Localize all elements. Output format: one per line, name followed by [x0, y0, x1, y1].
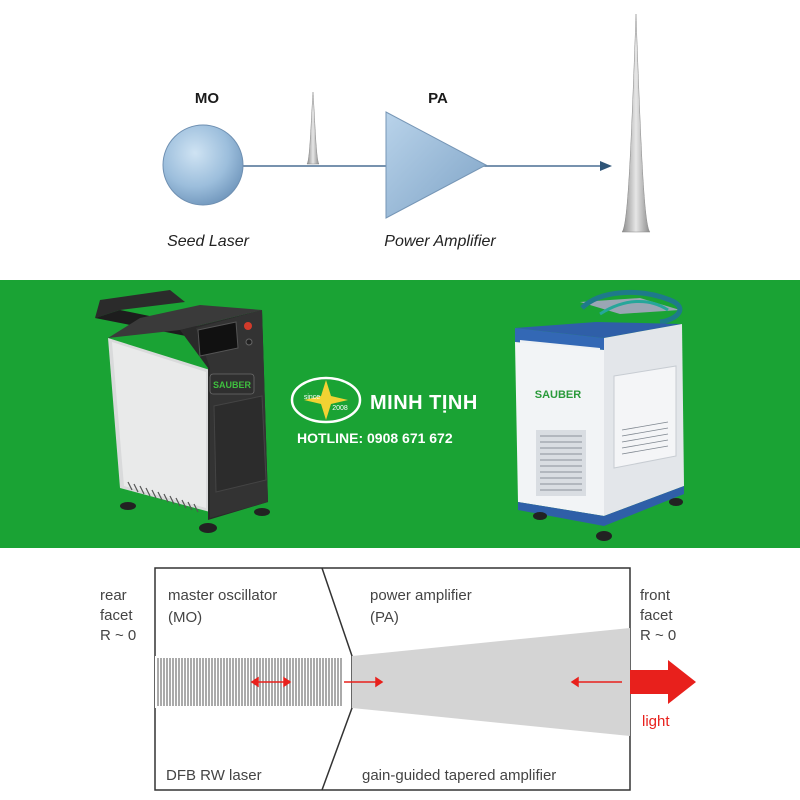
seed-laser-caption: Seed Laser: [167, 233, 250, 250]
product-banner: SAUBER SAUBER: [0, 280, 800, 548]
tapered-amplifier-region: [352, 628, 630, 736]
output-light-arrow: [630, 660, 696, 704]
hotline-text: HOTLINE: 0908 671 672: [297, 430, 453, 446]
beam-arrowhead: [600, 161, 612, 171]
seed-pulse-icon: [306, 91, 320, 165]
mopa-schematic-svg: MO PA Seed Laser Power Amplifier: [162, 13, 651, 250]
pa-title-line1: power amplifier: [370, 587, 472, 604]
dfb-grating: [155, 656, 342, 708]
power-amplifier-caption: Power Amplifier: [384, 233, 496, 250]
front-facet-line1: front: [640, 587, 671, 604]
mopa-schematic: MO PA Seed Laser Power Amplifier: [0, 0, 800, 280]
front-facet-line2: facet: [640, 607, 673, 624]
brand-name: MINH TỊNH: [370, 392, 478, 414]
front-facet-line3: R ~ 0: [640, 627, 676, 644]
seed-laser-sphere: [162, 124, 244, 206]
right-machine-brand: SAUBER: [535, 389, 582, 401]
mo-label: MO: [195, 90, 219, 107]
pa-label: PA: [428, 90, 448, 107]
minh-tinh-logo: since 2008: [290, 376, 362, 424]
left-laser-machine: SAUBER: [95, 290, 270, 533]
pa-title-line2: (PA): [370, 609, 399, 626]
logo-year: 2008: [332, 405, 348, 412]
light-label: light: [642, 713, 670, 730]
left-machine-brand: SAUBER: [213, 380, 252, 390]
rear-facet-line3: R ~ 0: [100, 627, 136, 644]
mopa-chip-diagram: rear facet R ~ 0 master oscillator (MO) …: [0, 548, 800, 800]
dfb-label: DFB RW laser: [166, 767, 262, 784]
logo-since: since: [304, 394, 320, 401]
mopa-chip-svg: rear facet R ~ 0 master oscillator (MO) …: [100, 567, 696, 791]
amplifier-triangle: [385, 111, 488, 219]
rear-facet-line1: rear: [100, 587, 127, 604]
rear-facet-line2: facet: [100, 607, 133, 624]
amplified-pulse-icon: [621, 13, 651, 233]
internal-arrows: [250, 676, 622, 688]
mo-title-line1: master oscillator: [168, 587, 277, 604]
machines-svg: SAUBER SAUBER: [95, 289, 684, 541]
tapered-label: gain-guided tapered amplifier: [362, 767, 556, 784]
right-laser-machine: SAUBER: [515, 289, 684, 541]
mo-title-line2: (MO): [168, 609, 202, 626]
